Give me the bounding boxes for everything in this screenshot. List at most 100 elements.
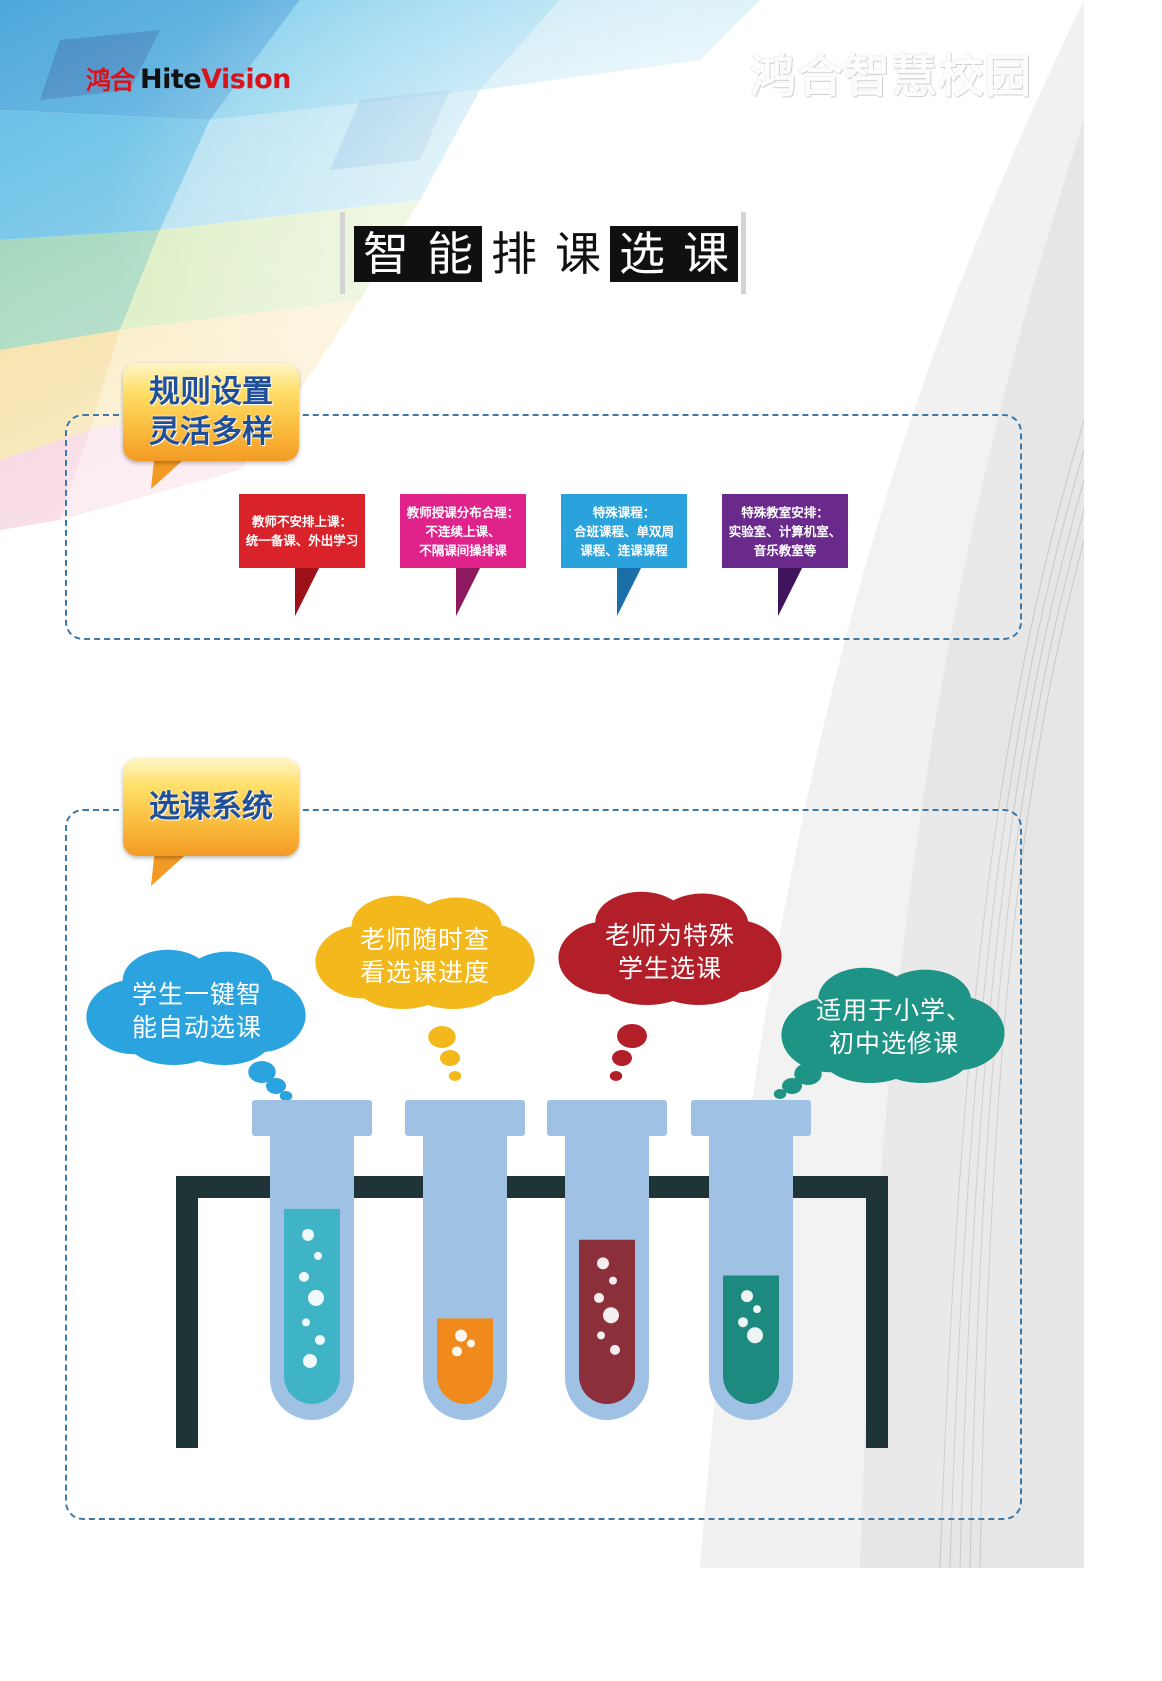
card-line: 统一备课、外出学习 — [245, 533, 359, 548]
cloud-puff — [182, 951, 273, 1014]
ribbon-shape — [722, 494, 848, 616]
liquid-bubble — [741, 1290, 753, 1303]
rule-card-4: 特殊教室安排： 实验室、计算机室、 音乐教室等 — [722, 494, 848, 624]
title-char: 能 — [418, 226, 482, 282]
title-char: 课 — [674, 226, 738, 282]
liquid-bubble — [315, 1334, 325, 1345]
course-selection-label: 选课系统 — [123, 758, 299, 888]
liquid-bubble — [609, 1276, 617, 1285]
title-char: 排 — [482, 226, 546, 282]
title-characters: 智 能 排 课 选 课 — [354, 226, 738, 282]
liquid-bubble — [603, 1307, 619, 1324]
cloud-line: 适用于小学、 — [815, 996, 972, 1025]
liquid-bubble — [610, 1344, 620, 1355]
thought-bubble — [448, 1071, 462, 1081]
liquid-bubble — [303, 1353, 317, 1368]
cloud-text-1: 学生一键智 能自动选课 — [92, 978, 302, 1044]
liquid-bubble — [299, 1271, 309, 1282]
thought-bubble — [794, 1063, 822, 1085]
label-line: 选课系统 — [149, 789, 273, 825]
card-line: 特殊课程： — [592, 504, 656, 520]
test-tube-rim — [547, 1100, 667, 1136]
cloud-puff — [879, 969, 972, 1032]
thought-bubble — [617, 1024, 647, 1048]
thought-bubble — [428, 1026, 456, 1048]
test-tube-rim — [691, 1100, 811, 1136]
page-title: 智 能 排 课 选 课 — [340, 212, 746, 294]
card-line: 音乐教室等 — [753, 542, 817, 558]
card-line: 教师不安排上课： — [251, 514, 352, 529]
cloud-line: 老师随时查 — [359, 925, 490, 954]
liquid-bubble — [594, 1292, 604, 1303]
cloud-puff — [656, 893, 749, 955]
rack-left-leg — [176, 1176, 198, 1448]
cloud-line: 能自动选课 — [131, 1013, 262, 1042]
label-line: 规则设置 — [149, 374, 273, 410]
card-text: 教师不安排上课： 统一备课、外出学习 — [239, 494, 365, 568]
title-bar-right — [741, 212, 746, 294]
liquid-bubble — [597, 1257, 609, 1270]
label-pointer — [151, 848, 193, 886]
liquid-bubble — [302, 1228, 314, 1241]
ribbon-shape — [239, 494, 365, 616]
test-tube-rim — [405, 1100, 525, 1136]
ribbon-shape — [561, 494, 687, 616]
thought-bubble — [609, 1071, 623, 1081]
liquid-bubble — [747, 1327, 763, 1344]
label-box: 选课系统 — [123, 758, 299, 856]
cloud-line: 初中选修课 — [828, 1029, 959, 1058]
test-tube-illustration — [86, 891, 1005, 1448]
cloud-line: 学生一键智 — [131, 980, 262, 1009]
hitevision-logo: 鸿合 HiteVision — [86, 62, 291, 96]
brand-slogan: 鸿合智慧校园 — [750, 49, 1032, 103]
liquid-bubble — [302, 1318, 310, 1327]
label-box: 规则设置 灵活多样 — [123, 363, 299, 461]
tube-liquid-1 — [284, 1208, 340, 1404]
card-text: 特殊教室安排： 实验室、计算机室、 音乐教室等 — [722, 494, 848, 568]
card-line: 特殊教室安排： — [741, 504, 829, 520]
rack-right-leg — [866, 1176, 888, 1448]
liquid-bubble — [738, 1317, 748, 1328]
rule-card-2: 教师授课分布合理： 不连续上课、 不隔课间操排课 — [400, 494, 526, 624]
thought-bubble — [440, 1050, 460, 1066]
card-line: 教师授课分布合理： — [406, 504, 520, 520]
cloud-puff — [405, 955, 501, 1010]
logo-chinese: 鸿合 — [86, 66, 135, 95]
liquid-bubble — [308, 1289, 324, 1306]
thought-cloud-2 — [315, 895, 535, 1081]
liquid-bubble — [452, 1346, 462, 1357]
rules-label: 规则设置 灵活多样 — [123, 363, 299, 493]
cloud-text-2: 老师随时查 看选课进度 — [320, 923, 530, 989]
thought-cloud-1 — [86, 949, 306, 1101]
liquid-bubble — [597, 1331, 605, 1340]
thought-bubble — [773, 1089, 787, 1099]
cloud-line: 学生选课 — [617, 954, 722, 983]
liquid-bubble — [455, 1329, 467, 1342]
cloud-puff — [873, 1029, 971, 1083]
course-selection-panel — [65, 809, 1022, 1520]
ribbon-shape — [400, 494, 526, 616]
cloud-puff — [411, 897, 502, 959]
cloud-text-3: 老师为特殊 学生选课 — [564, 919, 776, 985]
thought-cloud-4 — [773, 967, 1005, 1099]
rule-card-1: 教师不安排上课： 统一备课、外出学习 — [239, 494, 365, 624]
thought-bubble — [782, 1078, 802, 1094]
liquid-bubble — [753, 1305, 761, 1314]
thought-cloud-3 — [558, 891, 782, 1081]
background-art — [0, 0, 1084, 1568]
cloud-puff — [650, 951, 748, 1006]
card-text: 特殊课程： 合班课程、单双周 课程、连课课程 — [561, 494, 687, 568]
logo-english: HiteVision — [140, 63, 291, 95]
thought-bubble — [266, 1078, 286, 1094]
card-line: 不连续上课、 — [425, 523, 501, 539]
card-line: 实验室、计算机室、 — [728, 523, 842, 539]
thought-bubble — [612, 1050, 632, 1066]
rule-card-3: 特殊课程： 合班课程、单双周 课程、连课课程 — [561, 494, 687, 624]
title-char: 智 — [354, 226, 418, 282]
cloud-line: 看选课进度 — [359, 958, 490, 987]
thought-bubble — [248, 1061, 276, 1083]
card-line: 不隔课间操排课 — [419, 542, 507, 558]
title-bar-left — [340, 212, 345, 294]
liquid-bubble — [314, 1251, 322, 1260]
cloud-text-4: 适用于小学、 初中选修课 — [784, 994, 1004, 1060]
